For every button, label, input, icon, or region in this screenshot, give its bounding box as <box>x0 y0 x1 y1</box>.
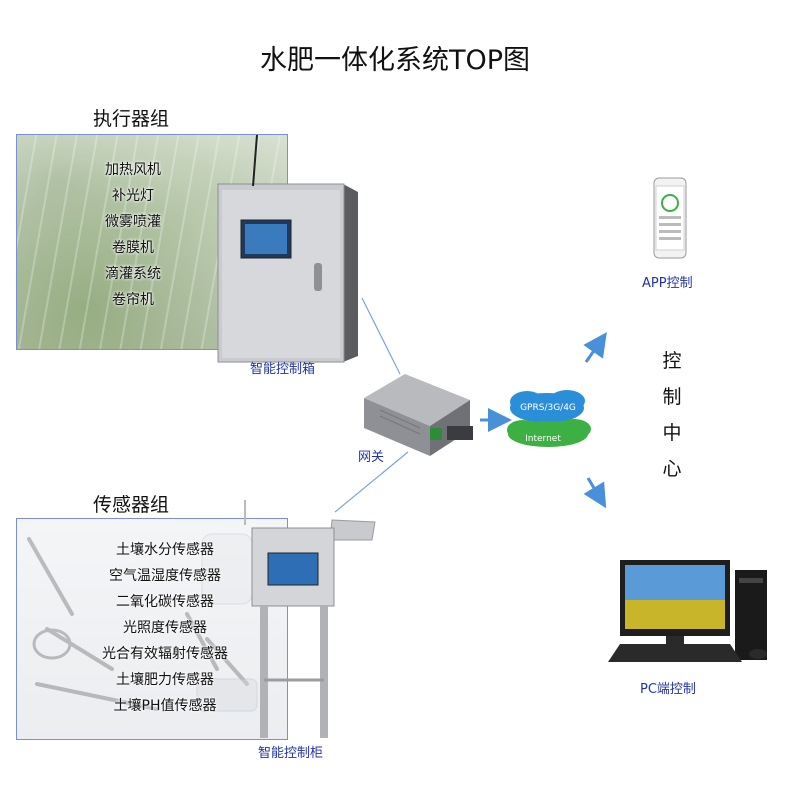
executor-item: 卷帘机 <box>112 292 154 308</box>
cloud-internet-label: Internet <box>525 434 561 444</box>
executor-list: 加热风机 补光灯 微雾喷灌 卷膜机 滴灌系统 卷帘机 <box>93 157 173 313</box>
control-center-char: 心 <box>662 458 682 480</box>
sensor-list: 土壤水分传感器 空气温湿度传感器 二氧化碳传感器 光照度传感器 光合有效辐射传感… <box>65 537 265 719</box>
executor-item: 微雾喷灌 <box>105 214 161 230</box>
sensor-item: 二氧化碳传感器 <box>116 594 214 610</box>
arrow-cloud-app <box>583 332 607 363</box>
executor-item: 卷膜机 <box>112 240 154 256</box>
diagram-title: 水肥一体化系统TOP图 <box>259 45 531 76</box>
control-center-char: 中 <box>662 422 682 444</box>
sensor-probes-image <box>27 533 258 712</box>
link-cabinet-gateway <box>334 451 409 513</box>
pc-control-caption: PC端控制 <box>640 682 696 697</box>
sensor-item: 土壤水分传感器 <box>116 542 214 558</box>
sensor-item: 空气温湿度传感器 <box>109 568 221 584</box>
executor-item: 补光灯 <box>112 188 154 204</box>
sensor-item: 光照度传感器 <box>123 620 207 636</box>
cloud-network-label: GPRS/3G/4G <box>520 403 576 413</box>
executor-item: 滴灌系统 <box>105 266 161 282</box>
control-center-char: 控 <box>662 350 682 372</box>
link-controlbox-gateway <box>361 297 401 375</box>
smart-control-cabinet-caption: 智能控制柜 <box>258 746 324 761</box>
arrow-cloud-pc <box>583 477 607 509</box>
sensor-item: 土壤PH值传感器 <box>113 698 217 714</box>
app-control-caption: APP控制 <box>642 276 693 291</box>
sensor-group-heading: 传感器组 <box>93 494 170 516</box>
sensor-group-box: 土壤水分传感器 空气温湿度传感器 二氧化碳传感器 光照度传感器 光合有效辐射传感… <box>16 518 288 740</box>
sensor-item: 土壤肥力传感器 <box>116 672 214 688</box>
gateway-caption: 网关 <box>358 450 385 465</box>
sensor-item: 光合有效辐射传感器 <box>102 646 228 662</box>
executor-item: 加热风机 <box>105 162 161 178</box>
control-center-char: 制 <box>662 386 682 408</box>
smart-control-box-caption: 智能控制箱 <box>250 362 316 377</box>
executor-group-heading: 执行器组 <box>93 108 170 130</box>
